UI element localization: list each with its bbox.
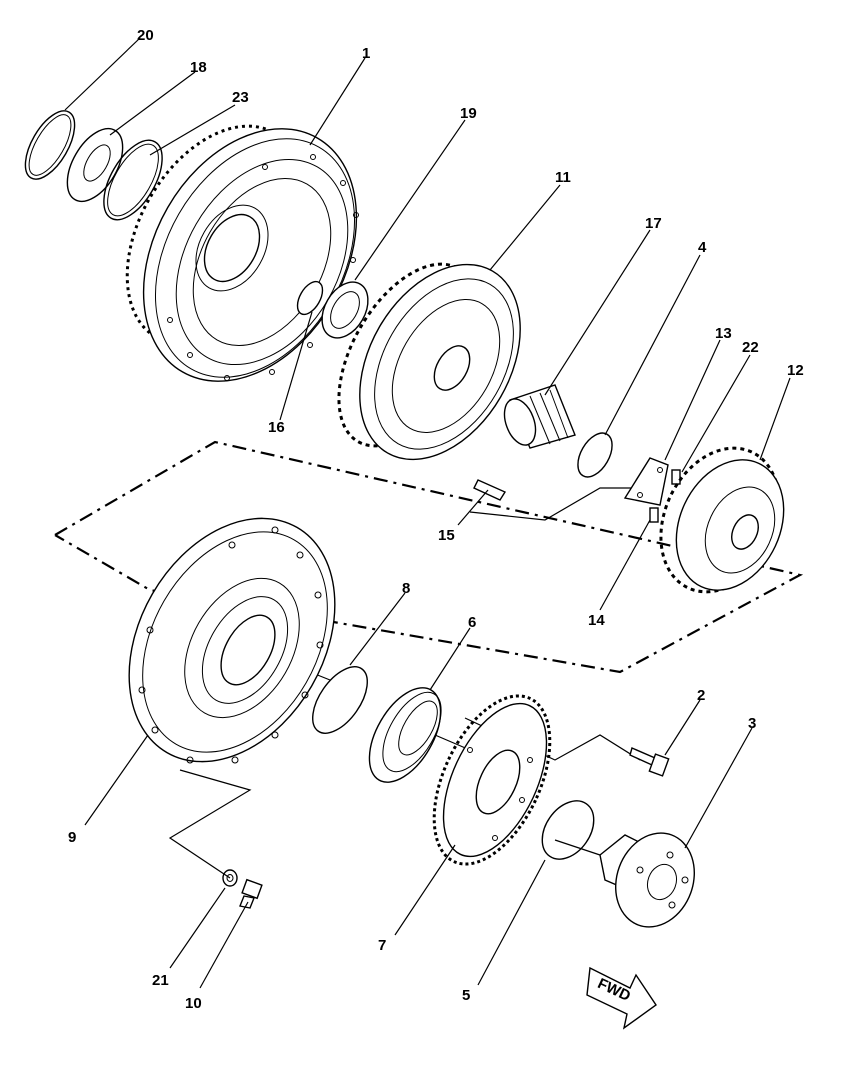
- callout-5: 5: [462, 987, 470, 1004]
- callout-18: 18: [190, 59, 207, 76]
- callout-leaders: [64, 37, 791, 989]
- callout-20: 20: [137, 27, 154, 44]
- part-10-bolt: [239, 878, 263, 909]
- callout-8: 8: [402, 580, 410, 597]
- callout-labels: 20 18 23 1 19 11 17 4 13 22 12 16 15 14 …: [68, 27, 804, 1012]
- part-23-seal-ring: [103, 139, 163, 221]
- callout-4: 4: [698, 239, 707, 256]
- callout-3: 3: [748, 715, 756, 732]
- callout-7: 7: [378, 937, 386, 954]
- callout-13: 13: [715, 325, 732, 342]
- callout-2: 2: [697, 687, 705, 704]
- part-12-gear-hub: [659, 446, 785, 594]
- part-2-bolt: [629, 747, 670, 777]
- callout-14: 14: [588, 612, 605, 629]
- callout-9: 9: [68, 829, 76, 846]
- callout-17: 17: [645, 215, 662, 232]
- part-6-bearing: [368, 687, 442, 783]
- callout-16: 16: [268, 419, 285, 436]
- part-13-lock-plate: [623, 457, 669, 506]
- part-15-bolt: [473, 479, 507, 501]
- part-9-cover: [128, 517, 336, 764]
- part-4-snap-ring: [577, 432, 613, 478]
- callout-22: 22: [742, 339, 759, 356]
- part-19-bearing: [321, 281, 369, 339]
- part-7-ring-gear: [432, 694, 552, 866]
- callout-19: 19: [460, 105, 477, 122]
- part-1-gear-housing: [125, 124, 359, 382]
- cover-bolt-holes: [138, 526, 324, 764]
- callout-15: 15: [438, 527, 455, 544]
- part-21-washer: [222, 869, 238, 887]
- part-20-snap-ring: [24, 110, 76, 180]
- callout-11: 11: [555, 169, 571, 186]
- part-5-snap-ring: [541, 800, 595, 860]
- forward-direction-arrow: FWD: [586, 966, 657, 1030]
- part-22-pin: [671, 469, 681, 485]
- part-16-seal: [296, 280, 324, 316]
- part-11-turbine: [337, 262, 521, 461]
- callout-21: 21: [152, 972, 169, 989]
- part-18-thrust-washer: [66, 127, 124, 203]
- callout-6: 6: [468, 614, 476, 631]
- callout-10: 10: [185, 995, 202, 1012]
- part-17-splined-shaft: [503, 384, 576, 449]
- callout-12: 12: [787, 362, 804, 379]
- part-14-pin: [649, 507, 659, 523]
- callout-1: 1: [362, 45, 370, 62]
- part-3-flange: [599, 832, 696, 928]
- callout-23: 23: [232, 89, 249, 106]
- part-8-snap-ring: [312, 666, 368, 734]
